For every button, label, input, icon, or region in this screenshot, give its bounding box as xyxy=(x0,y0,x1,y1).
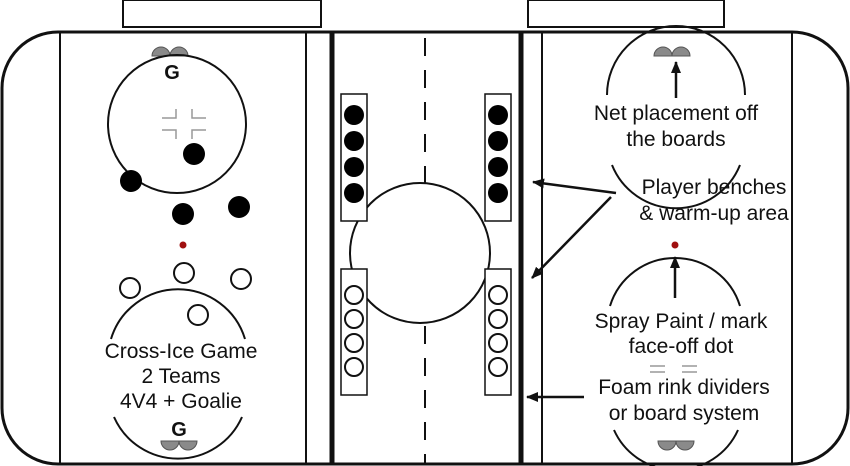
bench-light-player xyxy=(344,357,364,377)
bench-light-player xyxy=(488,309,508,329)
bench-dark-player xyxy=(344,183,364,203)
note-spray-line2: face-off dot xyxy=(629,335,734,358)
goalie-label-bottom: G xyxy=(171,419,187,441)
faceoff-dot-right xyxy=(671,241,679,249)
faceoff-hash-marks xyxy=(162,109,206,139)
bench-light-player xyxy=(488,333,508,353)
bench-dark-player xyxy=(344,105,364,125)
faceoff-circle-top-right xyxy=(606,25,746,96)
bench-dark-player xyxy=(344,131,364,151)
note-benches-line2: & warm-up area xyxy=(639,202,789,225)
faceoff-circle-top-right-lower xyxy=(611,164,741,210)
light-player xyxy=(187,304,209,326)
faceoff-circle-top-left xyxy=(107,54,247,194)
game-info-line3: 4V4 + Goalie xyxy=(120,390,242,413)
bench-dark-player xyxy=(488,131,508,151)
hockey-net-icon xyxy=(160,440,198,451)
note-dividers-line1: Foam rink dividers xyxy=(598,376,770,399)
note-spray-line1: Spray Paint / mark xyxy=(595,310,768,333)
scoreboard-box-left xyxy=(122,0,322,28)
faceoff-circle-bottom-right-lower xyxy=(613,429,739,466)
faceoff-hash-marks xyxy=(650,365,697,373)
note-benches-line1: Player benches xyxy=(642,176,787,199)
dark-player xyxy=(172,203,194,225)
game-info-line2: 2 Teams xyxy=(142,365,221,388)
bench-light-player xyxy=(344,333,364,353)
note-net-placement-line1: Net placement off xyxy=(594,102,758,125)
faceoff-circle-bottom-right xyxy=(609,256,741,307)
faceoff-dot-left xyxy=(179,241,187,249)
goalie-label-top: G xyxy=(164,62,180,84)
scoreboard-box-right xyxy=(527,0,725,28)
bench-light-player xyxy=(344,285,364,305)
hockey-net-icon xyxy=(653,46,691,57)
bench-dark-player xyxy=(488,105,508,125)
faceoff-circle-bottom-left xyxy=(110,288,246,340)
bench-light-player xyxy=(488,357,508,377)
light-player xyxy=(173,262,195,284)
note-net-placement-line2: the boards xyxy=(626,128,725,151)
game-info-line1: Cross-Ice Game xyxy=(105,340,258,363)
arrow-icon xyxy=(532,178,617,195)
bench-dark-player xyxy=(344,157,364,177)
center-circle xyxy=(349,182,491,324)
dark-player xyxy=(183,143,205,165)
dark-player xyxy=(120,170,142,192)
light-player xyxy=(119,277,141,299)
arrow-icon xyxy=(531,196,612,279)
bench-dark-player xyxy=(488,157,508,177)
bench-light-player xyxy=(344,309,364,329)
note-dividers-line2: or board system xyxy=(609,402,760,425)
bench-light-player xyxy=(488,285,508,305)
light-player xyxy=(230,268,252,290)
bench-dark-player xyxy=(488,183,508,203)
dark-player xyxy=(228,196,250,218)
bench-players xyxy=(344,105,508,377)
hockey-net-icon xyxy=(657,440,695,451)
faceoff-circle-bottom-left-lower xyxy=(113,416,243,460)
